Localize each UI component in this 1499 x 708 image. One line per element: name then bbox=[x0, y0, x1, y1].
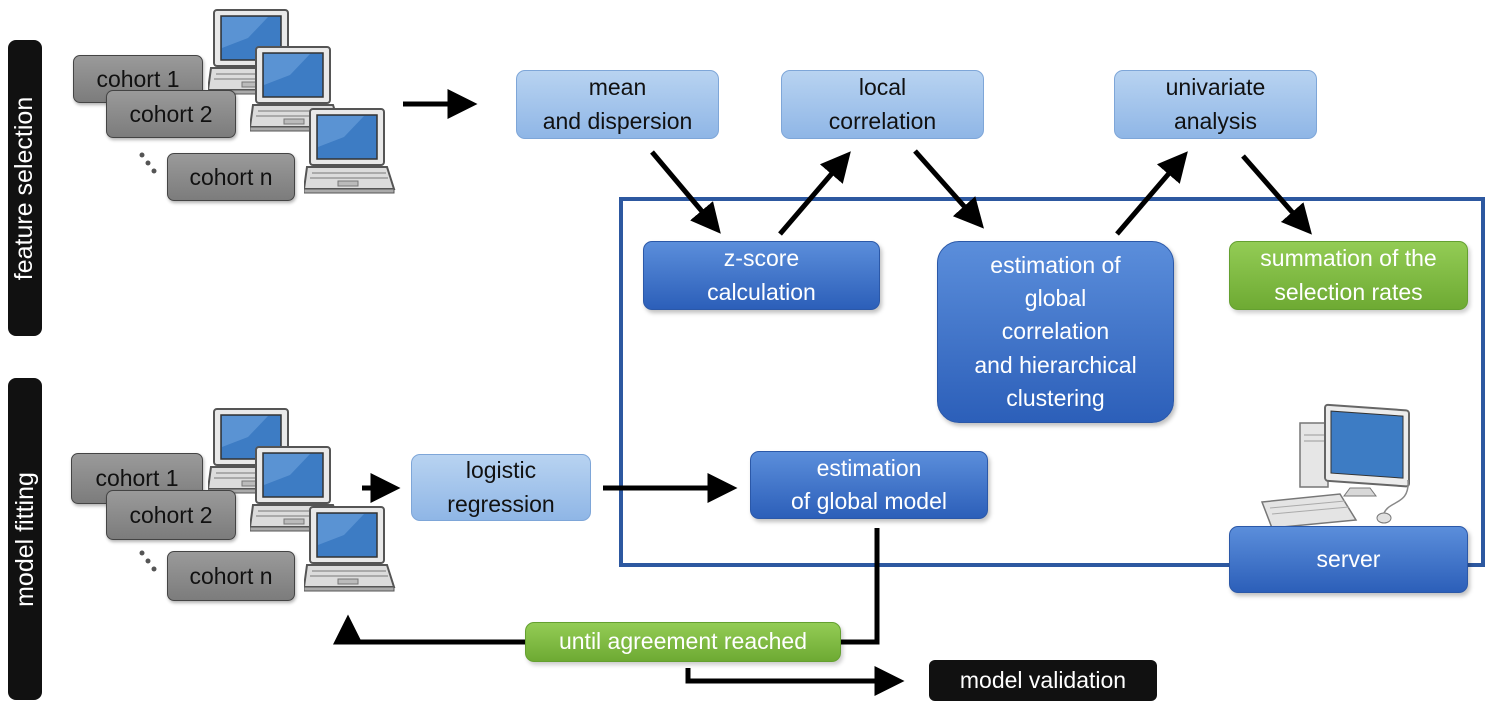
local-correlation-box: local correlation bbox=[781, 70, 984, 139]
zscore-calculation-text: z-score calculation bbox=[707, 245, 816, 305]
arrow-to-validation bbox=[685, 666, 905, 696]
ellipsis-dots-icon bbox=[139, 152, 157, 174]
server-label-box: server bbox=[1229, 526, 1468, 593]
server-boundary bbox=[619, 197, 1485, 567]
laptop-icon bbox=[304, 506, 395, 592]
global-correlation-box: estimation of global correlation and hie… bbox=[937, 241, 1174, 423]
cohort-box-2: cohort 2 bbox=[106, 490, 236, 540]
desktop-computer-icon bbox=[1260, 403, 1410, 529]
global-model-box: estimation of global model bbox=[750, 451, 988, 519]
cohort-box-n: cohort n bbox=[167, 153, 295, 201]
zscore-calculation-box: z-score calculation bbox=[643, 241, 880, 310]
global-correlation-text: estimation of global correlation and hie… bbox=[974, 251, 1137, 412]
section-label-feature-selection: feature selection bbox=[8, 40, 42, 336]
arrow-mean-to-zscore bbox=[650, 150, 721, 234]
model-validation-box: model validation bbox=[929, 660, 1157, 701]
univariate-analysis-text: univariate analysis bbox=[1165, 74, 1266, 134]
summation-selection-rates-text: summation of the selection rates bbox=[1260, 245, 1437, 305]
global-model-text: estimation of global model bbox=[791, 454, 947, 514]
arrow-zscore-to-local-correlation bbox=[778, 151, 851, 236]
arrow-local-correlation-to-global bbox=[913, 149, 984, 229]
until-agreement-text: until agreement reached bbox=[558, 628, 808, 655]
local-correlation-text: local correlation bbox=[828, 74, 937, 134]
laptop-icon bbox=[304, 108, 395, 194]
cohort-box-n: cohort n bbox=[167, 551, 295, 601]
section-label-model-fitting: model fitting bbox=[8, 378, 42, 700]
univariate-analysis-box: univariate analysis bbox=[1114, 70, 1317, 139]
arrow-univariate-to-summation bbox=[1241, 154, 1312, 235]
cohort-box-2: cohort 2 bbox=[106, 90, 236, 138]
logistic-regression-text: logistic regression bbox=[447, 457, 555, 517]
ellipsis-dots-icon bbox=[139, 550, 157, 572]
mean-dispersion-box: mean and dispersion bbox=[516, 70, 719, 139]
until-agreement-box: until agreement reached bbox=[525, 622, 841, 662]
summation-selection-rates-box: summation of the selection rates bbox=[1229, 241, 1468, 310]
logistic-regression-box: logistic regression bbox=[411, 454, 591, 521]
mean-dispersion-text: mean and dispersion bbox=[542, 74, 693, 134]
server-label-text: server bbox=[1316, 545, 1381, 572]
arrow-global-to-univariate bbox=[1115, 151, 1188, 236]
model-validation-text: model validation bbox=[959, 666, 1127, 693]
